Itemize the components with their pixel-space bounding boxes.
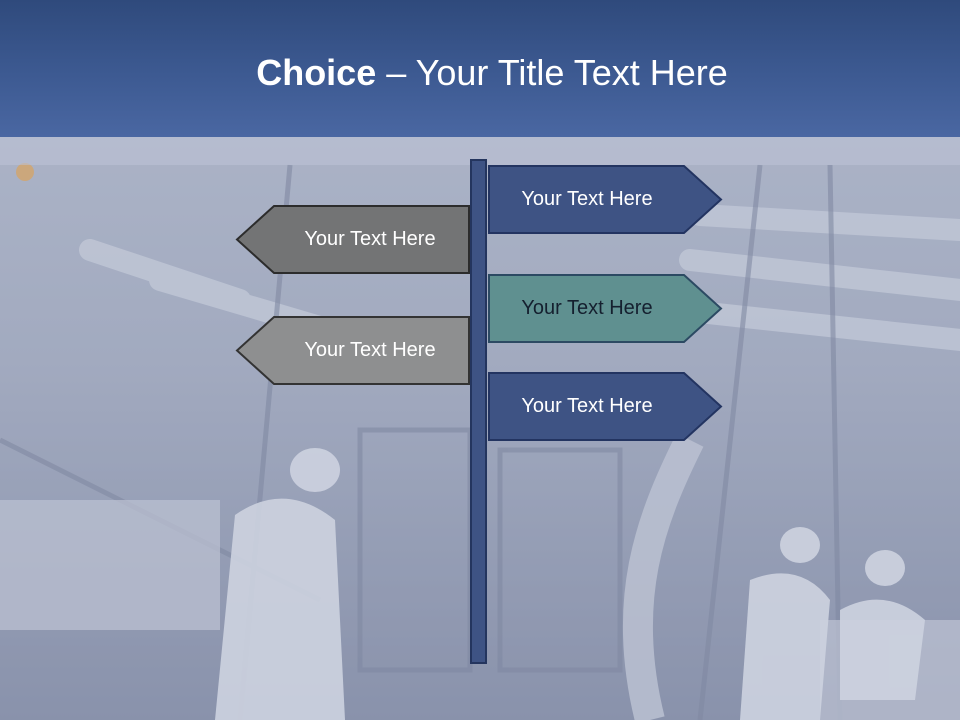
- sign-label: Your Text Here: [521, 188, 653, 210]
- sign-label: Your Text Here: [521, 297, 653, 319]
- signpost-sign-3[interactable]: Your Text Here: [488, 274, 723, 343]
- sign-label: Your Text Here: [304, 339, 436, 361]
- arrow-right-shape: [488, 274, 723, 343]
- title-banner: [0, 0, 960, 137]
- signpost-sign-4[interactable]: Your Text Here: [235, 316, 470, 385]
- slide-title[interactable]: Choice – Your Title Text Here: [0, 52, 960, 94]
- sign-label: Your Text Here: [304, 228, 436, 250]
- signpost-pole: [470, 159, 487, 664]
- sign-label: Your Text Here: [521, 395, 653, 417]
- slide-title-rest: – Your Title Text Here: [376, 52, 728, 93]
- arrow-right-shape: [488, 372, 723, 441]
- signpost-sign-1[interactable]: Your Text Here: [488, 165, 723, 234]
- arrow-left-shape: [235, 205, 470, 274]
- slide-title-bold: Choice: [256, 52, 377, 93]
- signpost-sign-5[interactable]: Your Text Here: [488, 372, 723, 441]
- signpost-sign-2[interactable]: Your Text Here: [235, 205, 470, 274]
- arrow-right-shape: [488, 165, 723, 234]
- arrow-left-shape: [235, 316, 470, 385]
